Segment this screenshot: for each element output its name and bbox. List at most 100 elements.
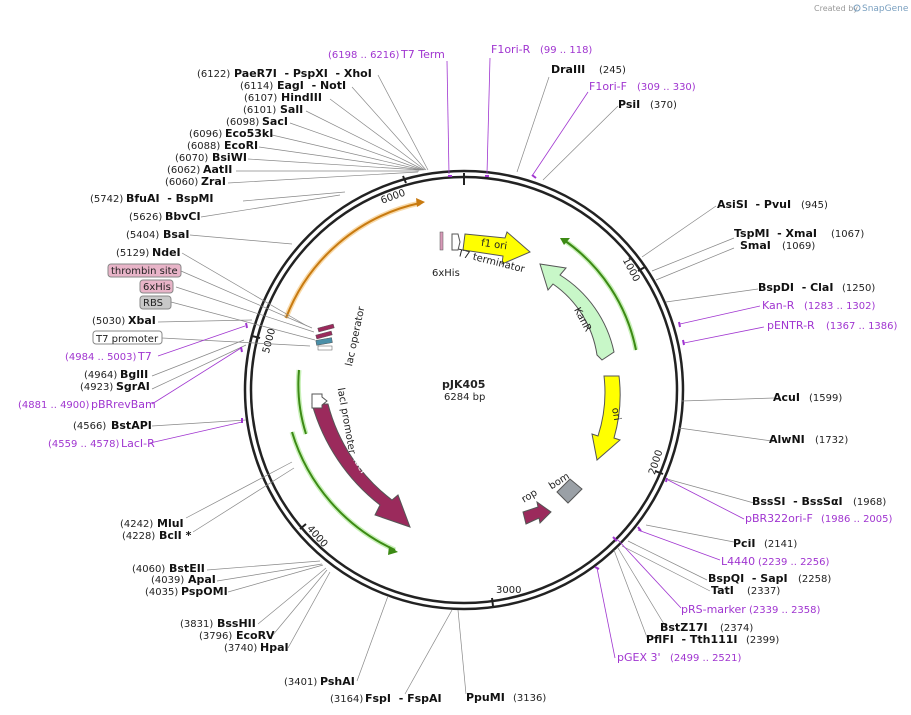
enzyme-10-name[interactable]: BspQI - SapI <box>708 572 788 585</box>
enzyme-0-name[interactable]: DraIII <box>551 63 585 76</box>
primer-9-range: (4559 .. 4578) <box>48 439 120 450</box>
tick-label-6000: 6000 <box>379 188 407 207</box>
primer-8-range: (2499 .. 2521) <box>670 653 742 664</box>
plasmid-name: pJK405 <box>442 378 485 391</box>
enzyme-33-pos: (6060) <box>165 177 198 188</box>
enzyme-6-name[interactable]: AcuI <box>773 391 800 404</box>
enzyme-7-name[interactable]: AlwNI <box>769 433 805 446</box>
snapgene-logo-icon <box>853 4 861 12</box>
enzyme-16-pos: (3401) <box>284 677 317 688</box>
enzyme-0-pos: (245) <box>599 65 626 76</box>
enzyme-12-pos: (2374) <box>720 623 753 634</box>
primer-11-name[interactable]: T7 <box>137 350 152 363</box>
enzyme-34-name[interactable]: AatII <box>203 163 232 176</box>
enzyme-20-pos: (4035) <box>145 587 178 598</box>
enzyme-8-name[interactable]: BssSI - BssSαI <box>752 495 843 508</box>
enzyme-32-name[interactable]: BfuAI - BspMI <box>126 192 214 205</box>
enzyme-13-name[interactable]: PflFI - Tth111I <box>646 633 738 646</box>
enzyme-2-name[interactable]: AsiSI - PvuI <box>717 198 791 211</box>
primer-2-name[interactable]: F1ori-F <box>589 80 627 93</box>
t7-terminator-feature[interactable] <box>451 233 461 251</box>
tick-marks <box>251 173 664 607</box>
enzyme-18-pos: (3796) <box>199 631 232 642</box>
enzyme-11-name[interactable]: TatI <box>711 584 734 597</box>
enzyme-1-pos: (370) <box>650 100 677 111</box>
enzyme-35-name[interactable]: BsiWI <box>212 151 247 164</box>
thrombin-site-box[interactable] <box>107 263 182 278</box>
enzyme-42-name[interactable]: PaeR7I - PspXI - XhoI <box>234 67 372 80</box>
primer-7-name[interactable]: pRS-marker <box>681 603 746 616</box>
enzyme-23-name[interactable]: BclI * <box>159 529 192 542</box>
enzyme-33-name[interactable]: ZraI <box>201 175 226 188</box>
rop-feature[interactable] <box>522 500 552 525</box>
primer-5-name[interactable]: pBR322ori-F <box>745 512 813 525</box>
primer-9-name[interactable]: LacI-R <box>121 437 155 450</box>
enzyme-41-name[interactable]: EagI - NotI <box>277 79 346 92</box>
enzyme-40-name[interactable]: HindIII <box>281 91 322 104</box>
enzyme-23-pos: (4228) <box>122 531 155 542</box>
enzyme-36-name[interactable]: EcoRI <box>224 139 258 152</box>
enzyme-22-name[interactable]: BstEII <box>169 562 205 575</box>
enzyme-21-name[interactable]: ApaI <box>188 573 216 586</box>
enzyme-24-name[interactable]: MluI <box>157 517 184 530</box>
enzyme-8-pos: (1968) <box>853 497 886 508</box>
primer-3-name[interactable]: Kan-R <box>762 299 795 312</box>
rbs-box[interactable] <box>139 295 172 310</box>
primer-10-name[interactable]: pBRrevBam <box>91 398 156 411</box>
enzyme-3-name[interactable]: TspMI - XmaI <box>734 227 817 240</box>
enzyme-20-name[interactable]: PspOMI <box>181 585 228 598</box>
enzyme-26-name[interactable]: SgrAI <box>116 380 150 393</box>
laci-promoter-feature[interactable] <box>311 393 328 409</box>
enzyme-4-name[interactable]: SmaI <box>740 239 771 252</box>
enzyme-24-pos: (4242) <box>120 519 153 530</box>
enzyme-41-pos: (6114) <box>240 81 273 92</box>
tick-label-2000: 2000 <box>647 449 665 477</box>
orf-arc-laci-promoter <box>297 369 307 435</box>
laci-feature[interactable] <box>311 403 411 528</box>
t7-promoter-box[interactable] <box>92 330 163 345</box>
enzyme-30-name[interactable]: BsaI <box>163 228 189 241</box>
enzyme-5-name[interactable]: BspDI - ClaI <box>758 281 833 294</box>
enzyme-16-name[interactable]: PshAI <box>320 675 355 688</box>
primer-8-name[interactable]: pGEX 3' <box>617 651 661 664</box>
enzyme-29-name[interactable]: NdeI <box>152 246 181 259</box>
enzyme-14-pos: (3136) <box>513 693 546 704</box>
primer-1-name[interactable]: F1ori-R <box>491 43 531 56</box>
enzyme-9-name[interactable]: PciI <box>733 537 755 550</box>
enzyme-28-name[interactable]: XbaI <box>128 314 156 327</box>
enzyme-12-name[interactable]: BstZ17I <box>660 621 708 634</box>
lac-operator-feature[interactable] <box>315 323 335 351</box>
enzyme-15-name[interactable]: FspI - FspAI <box>365 692 442 705</box>
enzyme-30-pos: (5404) <box>126 230 159 241</box>
enzyme-25-name[interactable]: BstAPI <box>111 419 152 432</box>
orf-arc-6000 <box>285 202 421 319</box>
primer-6-name[interactable]: L4440 <box>721 555 755 568</box>
enzyme-38-name[interactable]: SacI <box>262 115 288 128</box>
enzyme-39-pos: (6101) <box>243 105 276 116</box>
kanr-feature[interactable] <box>539 263 615 361</box>
enzyme-1-name[interactable]: PsiI <box>618 98 640 111</box>
enzyme-17-name[interactable]: HpaI <box>260 641 289 654</box>
ori-feature[interactable] <box>591 375 621 461</box>
enzyme-14-name[interactable]: PpuMI <box>466 691 505 704</box>
enzyme-3-pos: (1067) <box>831 229 864 240</box>
enzyme-19-name[interactable]: BssHII <box>217 617 256 630</box>
snapgene-logo-text: SnapGene <box>862 4 909 14</box>
f1-ori-feature[interactable] <box>462 231 531 265</box>
enzyme-18-name[interactable]: EcoRV <box>236 629 275 642</box>
his6-box[interactable] <box>139 279 174 294</box>
primer-3-range: (1283 .. 1302) <box>804 301 876 312</box>
his6-box-label: 6xHis <box>143 282 171 293</box>
primer-0-name[interactable]: T7 Term <box>400 48 445 61</box>
enzyme-31-name[interactable]: BbvCI <box>165 210 201 223</box>
his6-feature[interactable] <box>439 231 444 251</box>
enzyme-27-name[interactable]: BglII <box>120 368 148 381</box>
enzyme-13-pos: (2399) <box>746 635 779 646</box>
enzyme-39-name[interactable]: SalI <box>280 103 303 116</box>
bom-feature[interactable] <box>556 478 583 504</box>
enzyme-37-name[interactable]: Eco53kI <box>225 127 273 140</box>
enzyme-10-pos: (2258) <box>798 574 831 585</box>
primer-4-name[interactable]: pENTR-R <box>767 319 815 332</box>
rbs-label: RBS <box>143 298 163 309</box>
enzyme-5-pos: (1250) <box>842 283 875 294</box>
